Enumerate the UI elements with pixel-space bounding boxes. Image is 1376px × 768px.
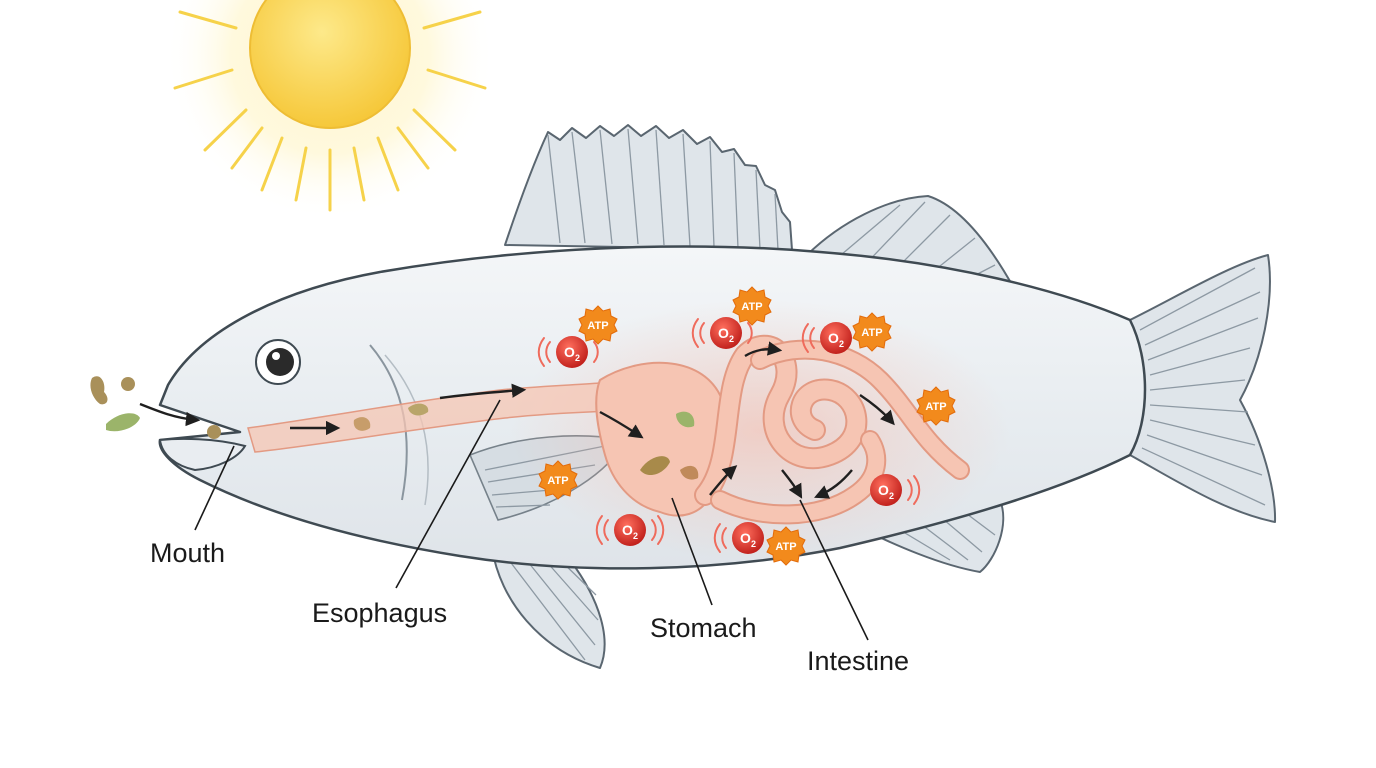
food-particle-icon — [676, 411, 695, 428]
oxygen-molecule-icon: O2 — [713, 522, 764, 554]
food-particles — [90, 376, 699, 480]
svg-text:O2: O2 — [828, 330, 844, 349]
svg-text:O2: O2 — [622, 522, 638, 541]
food-particle-icon — [353, 417, 371, 431]
oxygen-molecule-icon: O2 — [537, 336, 599, 368]
svg-text:O2: O2 — [718, 325, 734, 344]
label-mouth: Mouth — [150, 538, 225, 568]
flow-arrow-icon — [744, 341, 783, 358]
atp-burst-icon: ATP — [538, 460, 578, 500]
food-particle-icon — [640, 456, 670, 476]
food-particle-icon — [106, 413, 140, 432]
oxygen-molecule-icon: O2 — [801, 322, 852, 354]
esophagus-leader-line — [395, 399, 501, 589]
label-stomach: Stomach — [650, 613, 757, 643]
svg-text:ATP: ATP — [741, 301, 762, 313]
flow-arrow-icon — [599, 410, 644, 439]
atp-burst-icon: ATP — [852, 312, 892, 352]
flow-arrow-icon — [781, 469, 803, 499]
svg-text:O2: O2 — [740, 530, 756, 549]
oxygen-molecule-icon: O2 — [870, 474, 921, 506]
oxygen-molecule-icon: O2 — [691, 317, 753, 349]
food-particle-icon — [90, 376, 108, 405]
atp-badges: ATP ATP ATP ATP ATP ATP — [538, 286, 956, 566]
stomach-leader-line — [671, 497, 713, 606]
pelvic-fin — [491, 547, 606, 669]
dorsal-fin-spiny — [504, 124, 793, 251]
food-particle-icon — [680, 465, 699, 480]
atp-burst-icon: ATP — [766, 526, 806, 566]
oxygen-molecule-icon: O2 — [595, 514, 665, 546]
svg-text:ATP: ATP — [547, 475, 568, 487]
oxygen-badges: O2 O2 O2 O2 O2 O2 — [537, 317, 921, 554]
sun-icon — [165, 0, 495, 220]
label-esophagus: Esophagus — [312, 598, 447, 628]
mouth-leader-line — [194, 445, 235, 531]
svg-text:ATP: ATP — [775, 541, 796, 553]
atp-burst-icon: ATP — [916, 386, 956, 426]
atp-burst-icon: ATP — [732, 286, 772, 326]
food-particle-icon — [121, 377, 135, 391]
fish-eye — [255, 339, 301, 385]
flow-arrow-icon — [439, 383, 527, 400]
svg-text:ATP: ATP — [587, 320, 608, 332]
lower-jaw — [158, 437, 247, 472]
intestine-organ — [694, 334, 970, 525]
svg-text:O2: O2 — [878, 482, 894, 501]
flow-arrow-icon — [859, 394, 895, 426]
labels: Mouth Esophagus Stomach Intestine — [150, 538, 909, 676]
flow-arrow-icon — [139, 402, 201, 427]
flow-arrows — [139, 341, 895, 499]
atp-burst-icon: ATP — [578, 305, 618, 345]
dorsal-fin-rays — [547, 128, 779, 251]
svg-text:O2: O2 — [564, 344, 580, 363]
svg-text:ATP: ATP — [861, 327, 882, 339]
intestine-leader-line — [799, 499, 869, 641]
svg-text:ATP: ATP — [925, 401, 946, 413]
food-particle-icon — [207, 425, 221, 439]
flow-arrow-icon — [709, 465, 738, 496]
leader-lines — [194, 399, 869, 641]
food-particle-icon — [408, 403, 429, 416]
tail-fin-rays — [1139, 267, 1266, 506]
flow-arrow-icon — [814, 469, 853, 499]
label-intestine: Intestine — [807, 646, 909, 676]
